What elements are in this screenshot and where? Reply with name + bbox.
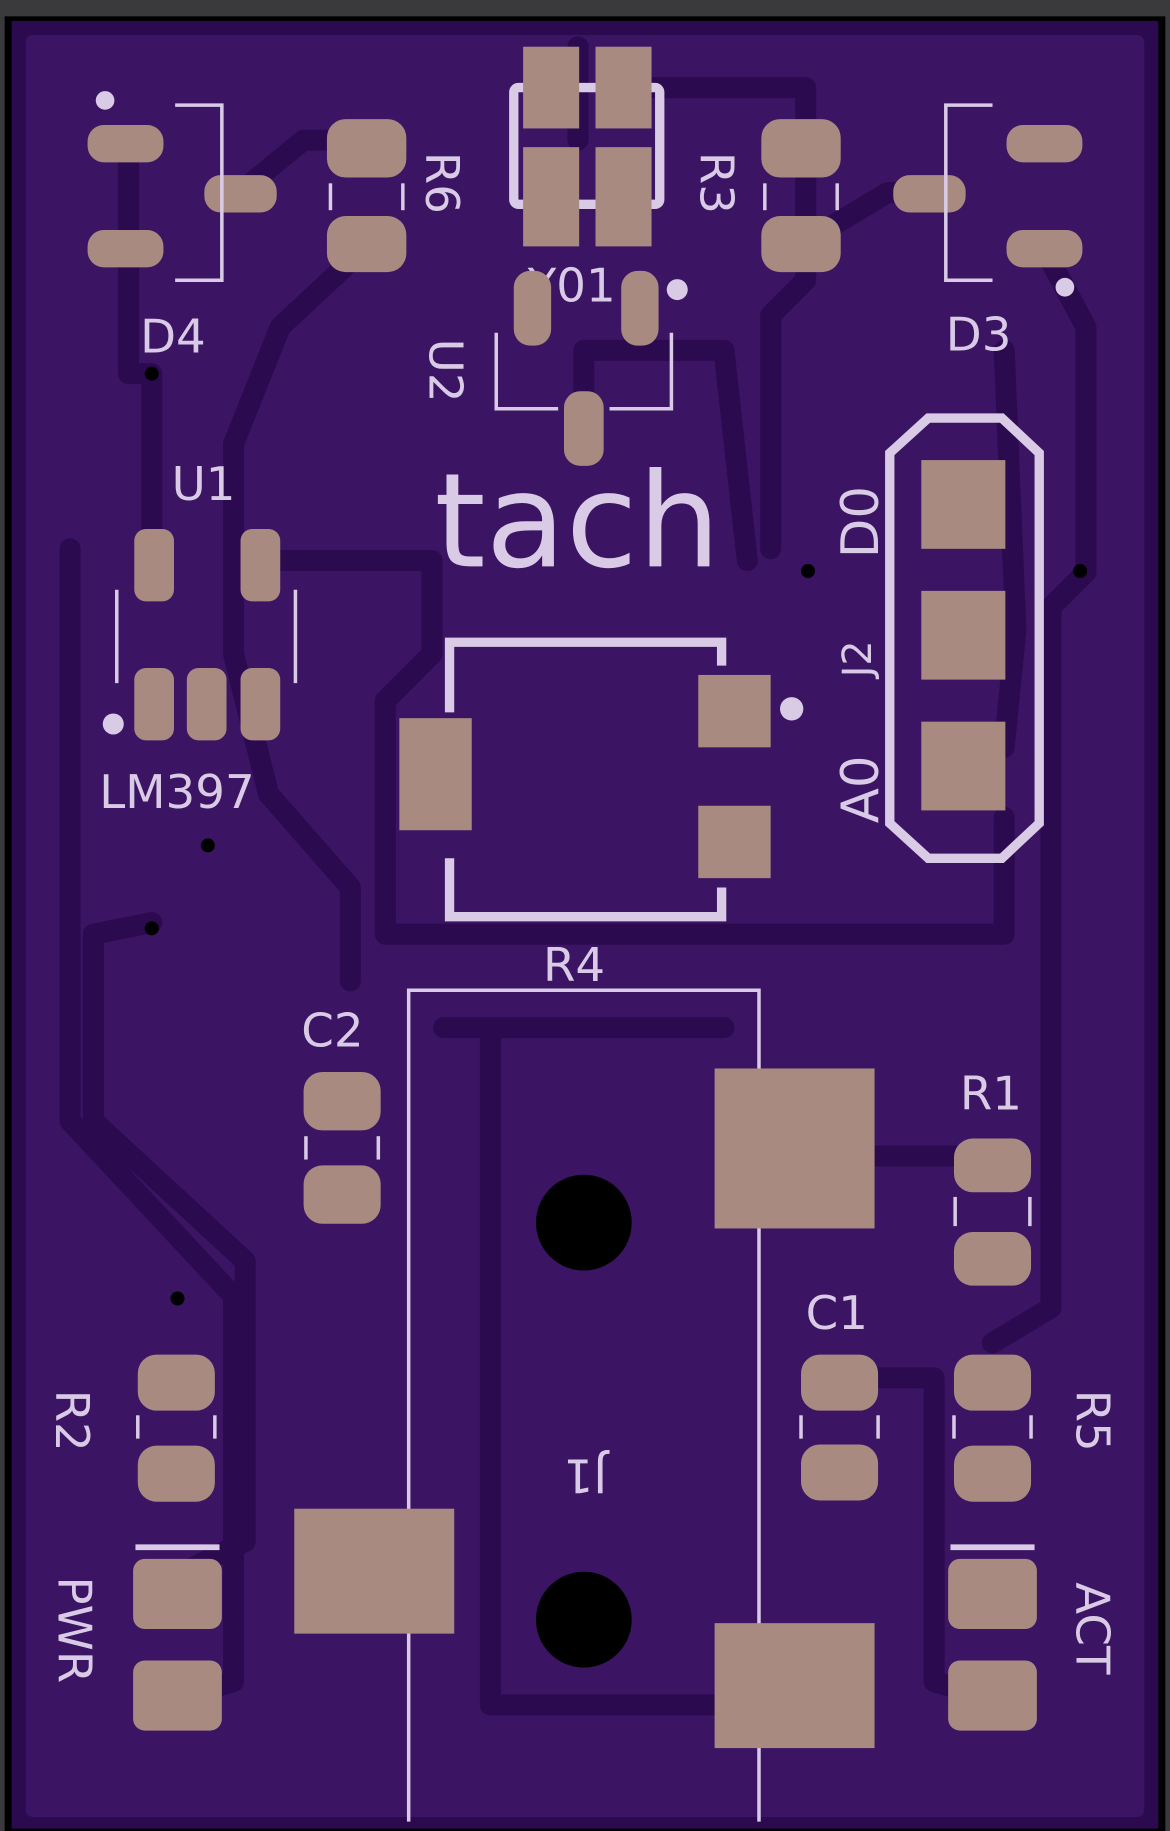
label-j2: J2 <box>835 640 881 680</box>
ic-u2: U2 <box>418 270 688 466</box>
resistor-r3: R3 <box>689 119 841 273</box>
led-act: ACT <box>948 1544 1119 1731</box>
resistor-r1: R1 <box>953 1067 1032 1286</box>
label-r5: R5 <box>1065 1390 1119 1452</box>
connector-j1: J1 <box>535 1174 632 1668</box>
resistor-r4: R4 <box>294 939 875 1822</box>
label-r2: R2 <box>44 1390 98 1452</box>
label-c2: C2 <box>301 1004 363 1058</box>
label-r6: R6 <box>414 152 468 214</box>
label-pwr: PWR <box>46 1576 100 1683</box>
header-j2: D0 J2 A0 <box>831 413 1088 863</box>
label-lm397: LM397 <box>99 766 254 820</box>
label-d4: D4 <box>140 311 206 365</box>
board-title: tach <box>434 445 720 597</box>
label-d0: D0 <box>831 486 891 558</box>
ic-u1: U1 LM397 <box>99 458 298 936</box>
capacitor-c2: C2 <box>301 1004 381 1224</box>
label-d3: D3 <box>946 308 1012 362</box>
capacitor-c1: C1 <box>799 1287 880 1501</box>
label-u2: U2 <box>418 339 472 403</box>
label-r3: R3 <box>689 152 743 214</box>
label-r1: R1 <box>960 1067 1022 1121</box>
label-u1: U1 <box>172 458 236 512</box>
resistor-r6: R6 <box>326 119 468 273</box>
led-d3: D3 <box>893 103 1083 362</box>
label-r4: R4 <box>543 939 605 993</box>
resistor-r2: R2 <box>44 1291 217 1502</box>
label-c1: C1 <box>806 1287 868 1341</box>
top-bar <box>0 0 1170 15</box>
label-act: ACT <box>1065 1582 1119 1675</box>
resistor-r5: R5 <box>952 1354 1119 1502</box>
led-pwr: PWR <box>46 1544 222 1731</box>
inner-pour <box>513 1068 707 1676</box>
led-d4: D4 <box>87 91 277 381</box>
regulator <box>399 564 816 922</box>
label-j1: J1 <box>564 1448 610 1502</box>
label-a0: A0 <box>831 755 891 823</box>
